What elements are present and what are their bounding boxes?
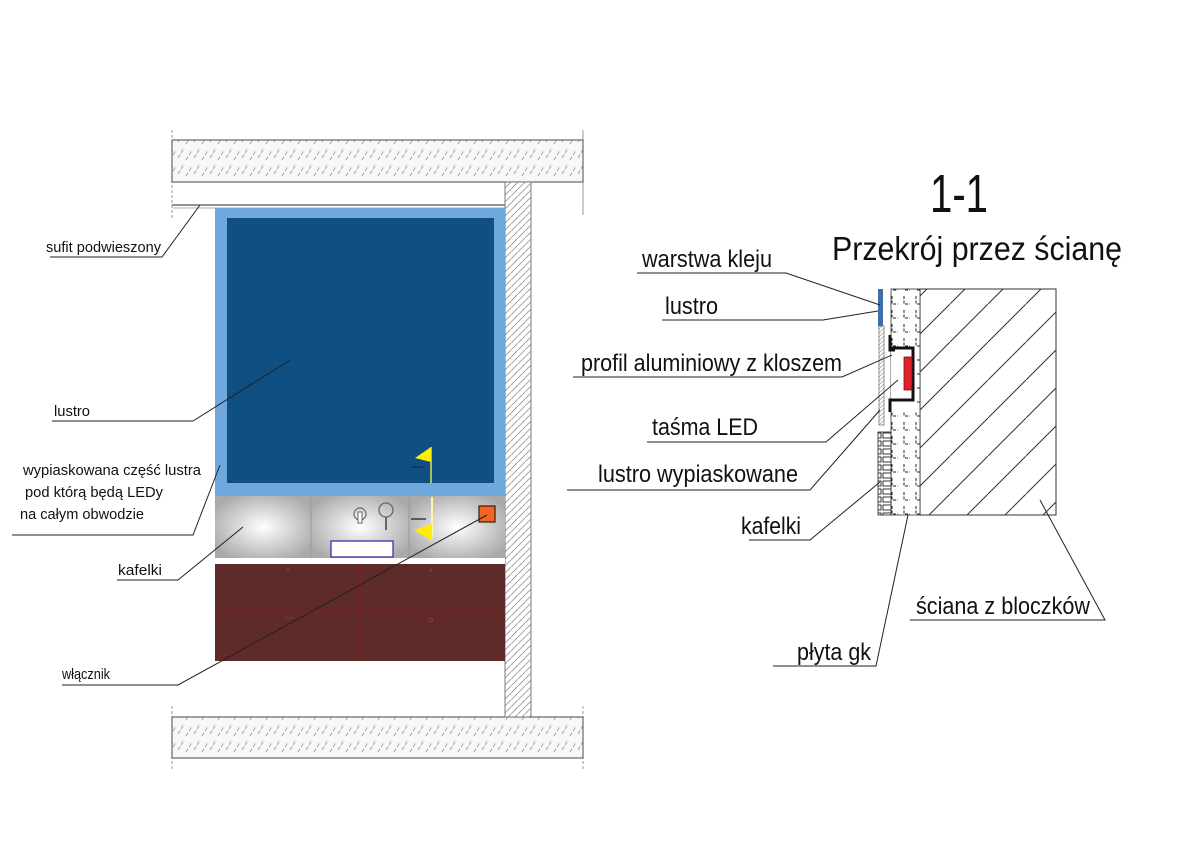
sink	[330, 540, 394, 558]
sandblasted-mirror-section	[878, 325, 885, 426]
vanity-cabinet	[215, 564, 505, 661]
label-plasterboard: płyta gk	[797, 639, 872, 666]
label-led-strip: taśma LED	[652, 414, 758, 441]
label-tiles: kafelki	[118, 562, 162, 579]
ceiling-slab	[171, 139, 584, 183]
elevation-view: sufit podwieszony lustro wypiaskowana cz…	[12, 130, 584, 770]
faucet-icon	[353, 502, 394, 530]
label-aluminium-profile: profil aluminiowy z kloszem	[581, 350, 842, 377]
mirror	[227, 218, 494, 483]
label-switch: włącznik	[61, 666, 110, 683]
side-wall	[504, 181, 532, 718]
label-sandblasted-mirror: lustro wypiaskowane	[598, 461, 798, 488]
label-tiles-section: kafelki	[741, 513, 801, 540]
label-sandblasted-line2: pod którą będą LEDy	[25, 484, 163, 501]
label-adhesive-layer: warstwa kleju	[641, 246, 772, 273]
label-sandblasted-line3: na całym obwodzie	[20, 506, 144, 523]
block-wall	[919, 288, 1057, 516]
led-marker-lower-icon	[411, 497, 433, 541]
led-strip	[903, 356, 913, 391]
light-switch	[478, 505, 496, 523]
tiles-section	[877, 431, 892, 516]
section-number: 1-1	[930, 164, 988, 224]
label-block-wall: ściana z bloczków	[916, 593, 1091, 620]
mirror-section	[878, 289, 883, 326]
label-mirror-section: lustro	[665, 293, 718, 320]
label-mirror: lustro	[54, 403, 90, 420]
leader-lines	[12, 204, 488, 686]
section-title: Przekrój przez ścianę	[832, 230, 1122, 267]
label-suspended-ceiling: sufit podwieszony	[46, 239, 161, 256]
led-marker-icon	[411, 447, 432, 483]
countertop	[215, 558, 505, 564]
section-leader-lines	[567, 272, 1106, 667]
section-view: 1-1 Przekrój przez ścianę	[567, 164, 1122, 667]
floor-slab	[171, 716, 584, 759]
label-sandblasted-line1: wypiaskowana część lustra	[22, 462, 202, 479]
aluminium-profile	[888, 335, 917, 412]
